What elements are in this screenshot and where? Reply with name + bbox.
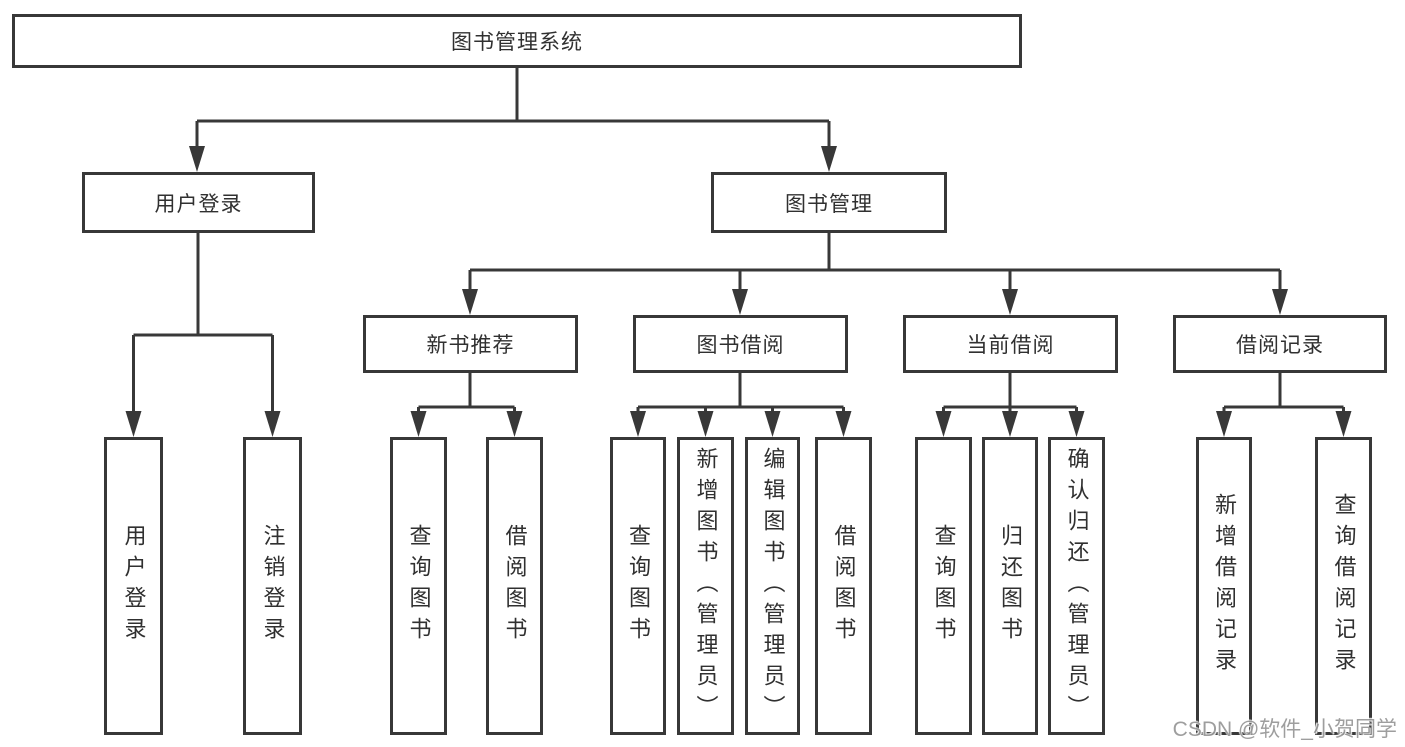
arrow-icon xyxy=(821,146,837,172)
node-root-label: 图书管理系统 xyxy=(451,31,583,54)
connector-user-login xyxy=(132,233,274,430)
leaf-user-login: 用户登录 xyxy=(104,437,163,735)
leaf-cb-return-books-label: 归还图书 xyxy=(998,524,1023,648)
leaf-bb-borrow-books: 借阅图书 xyxy=(815,437,872,735)
node-new-book-rec: 新书推荐 xyxy=(363,315,578,373)
leaf-br-query-record: 查询借阅记录 xyxy=(1315,437,1372,735)
leaf-cb-query-books: 查询图书 xyxy=(915,437,972,735)
node-book-mgmt-label: 图书管理 xyxy=(785,192,873,216)
node-book-borrow: 图书借阅 xyxy=(633,315,848,373)
arrow-icon xyxy=(1272,289,1288,315)
arrow-icon xyxy=(1216,411,1232,437)
leaf-bb-query-books-label: 查询图书 xyxy=(626,524,651,648)
arrow-icon xyxy=(1002,289,1018,315)
arrow-icon xyxy=(1002,411,1018,437)
leaf-bb-edit-books-label: 编辑图书（管理员） xyxy=(760,446,786,726)
leaf-bb-borrow-books-label: 借阅图书 xyxy=(831,524,857,648)
arrow-icon xyxy=(506,411,523,437)
arrow-icon xyxy=(1068,411,1085,437)
arrow-icon xyxy=(835,411,852,437)
leaf-bb-edit-books: 编辑图书（管理员） xyxy=(745,437,800,735)
node-borrow-records-label: 借阅记录 xyxy=(1236,334,1324,357)
csdn-watermark: CSDN @软件_小贺同学 xyxy=(1172,718,1397,741)
node-user-login: 用户登录 xyxy=(82,172,315,233)
node-current-borrow: 当前借阅 xyxy=(903,315,1118,373)
connector-book-mgmt xyxy=(468,233,1282,308)
leaf-br-add-record: 新增借阅记录 xyxy=(1196,437,1252,735)
leaf-cb-return-books: 归还图书 xyxy=(982,437,1038,735)
leaf-logout: 注销登录 xyxy=(243,437,302,735)
arrow-icon xyxy=(1335,411,1352,437)
leaf-bb-query-books: 查询图书 xyxy=(610,437,666,735)
node-borrow-records: 借阅记录 xyxy=(1173,315,1387,373)
leaf-br-query-record-label: 查询借阅记录 xyxy=(1331,493,1357,679)
arrow-icon xyxy=(189,146,205,172)
leaf-cb-confirm-return-label: 确认归还（管理员） xyxy=(1064,446,1090,726)
leaf-rec-borrow-books-label: 借阅图书 xyxy=(502,524,528,648)
leaf-user-login-label: 用户登录 xyxy=(121,524,147,648)
leaf-rec-query-books: 查询图书 xyxy=(390,437,447,735)
arrow-icon xyxy=(410,411,427,437)
leaf-cb-query-books-label: 查询图书 xyxy=(931,524,957,648)
node-current-borrow-label: 当前借阅 xyxy=(966,334,1055,357)
arrow-icon xyxy=(697,411,714,437)
arrow-icon xyxy=(264,411,281,437)
arrow-icon xyxy=(630,411,646,437)
node-book-borrow-label: 图书借阅 xyxy=(696,334,785,357)
connector-book-borrow xyxy=(636,373,845,430)
arrow-icon xyxy=(764,411,781,437)
arrow-icon xyxy=(125,411,142,437)
node-root: 图书管理系统 xyxy=(12,14,1022,68)
leaf-br-add-record-label: 新增借阅记录 xyxy=(1212,493,1237,679)
leaf-logout-label: 注销登录 xyxy=(260,524,286,648)
node-new-book-rec-label: 新书推荐 xyxy=(426,334,515,357)
connector-root xyxy=(195,68,831,165)
arrow-icon xyxy=(732,289,748,315)
leaf-bb-add-books-label: 新增图书（管理员） xyxy=(693,446,719,726)
arrow-icon xyxy=(462,289,478,315)
leaf-rec-query-books-label: 查询图书 xyxy=(406,524,432,648)
node-book-mgmt: 图书管理 xyxy=(711,172,947,233)
connector-borrow-records xyxy=(1222,373,1345,430)
leaf-bb-add-books: 新增图书（管理员） xyxy=(677,437,734,735)
leaf-rec-borrow-books: 借阅图书 xyxy=(486,437,543,735)
arrowheads xyxy=(125,146,1352,437)
node-user-login-label: 用户登录 xyxy=(154,192,243,216)
leaf-cb-confirm-return: 确认归还（管理员） xyxy=(1048,437,1105,735)
connector-new-book-rec xyxy=(417,373,516,430)
arrow-icon xyxy=(935,411,952,437)
